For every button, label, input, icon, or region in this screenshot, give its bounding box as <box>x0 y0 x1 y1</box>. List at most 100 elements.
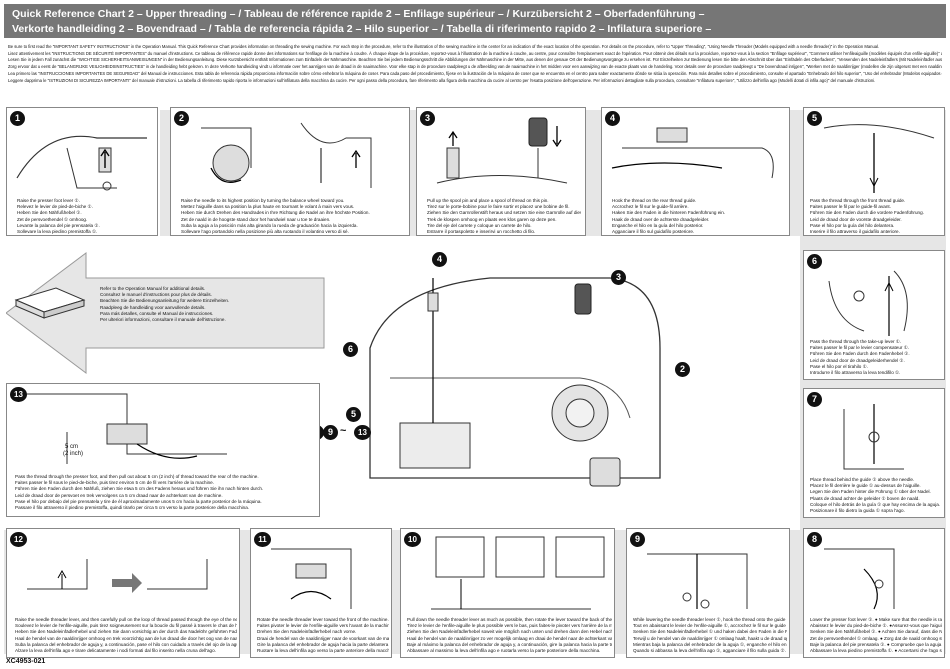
step-3-illustration <box>436 117 568 184</box>
step-9-line-en: While lowering the needle threader lever… <box>633 617 787 622</box>
step-1-caption: Raise the presser foot lever ①. Relevez … <box>17 198 153 235</box>
step-7-panel: 7 Place thread behind the guide ① above … <box>803 388 945 518</box>
step-6-panel: 6 Pass the thread through the take-up le… <box>803 250 945 380</box>
step-6-line-en: Pass the thread through the take-up leve… <box>810 339 902 344</box>
step-12-number: 12 <box>10 532 27 547</box>
step-9-line-es: Mientras baja la palanca del enhebrador … <box>633 641 787 647</box>
step-4-line-nl: Haak de draad over de achterste draadgel… <box>612 216 710 222</box>
step-10-panel: 10 Pull down the needle threader lever a… <box>400 528 615 658</box>
manual-note: Refer to the Operation Manual for additi… <box>100 286 229 323</box>
step-12-line-it: Alzare la leva dell'infila ago e tirare … <box>15 648 216 654</box>
step-9-line-fr: Tout en abaissant le levier de l'enfile-… <box>633 623 787 629</box>
manual-note-fr: Consultez le manuel d'instructions pour … <box>100 292 212 298</box>
step-8-caption: Lower the presser foot lever ①. ● Make s… <box>810 617 942 654</box>
step-10-line-de: Ziehen Sie den Nadeleinfädlerhebel sowei… <box>407 629 612 635</box>
step-5-line-fr: Faites passer le fil par le guide-fil av… <box>810 204 891 210</box>
step-8-line-nl: Zet de persvoethendel ① omlaag. ● Zorg d… <box>810 635 942 641</box>
step-4-illustration <box>611 127 774 179</box>
step-12-line-es: Suba la palanca del enhebrador de aguja … <box>15 641 237 647</box>
step-4-number: 4 <box>605 111 620 126</box>
step-7-line-fr: Placez le fil derrière le guide ① au-des… <box>810 483 921 489</box>
step-8-line-es: Baje la palanca del pie prensatela ①. ● … <box>810 641 942 647</box>
callout-13: 13 <box>354 425 371 440</box>
step-11-line-de: Drehen Sie den Nadeleinfädlerhebel nach … <box>257 629 357 635</box>
callout-5: 5 <box>346 407 361 422</box>
step-7-line-de: Legen Sie den Faden hinter die Führung ①… <box>810 489 931 495</box>
step-1-line-fr: Relevez le levier de pied-de-biche ①. <box>17 204 93 210</box>
step-1-line-en: Raise the presser foot lever ①. <box>17 198 80 203</box>
step-8-line-it: Abbassare la leva piedino premistoffa ①.… <box>810 648 942 654</box>
title-line-2: Verkorte handleiding 2 – Bovendraad – / … <box>12 23 712 35</box>
callout-6: 6 <box>343 342 358 357</box>
document-code: XC4953-021 <box>6 658 46 665</box>
step-1-panel: 1 Raise the presser foot lever ①. Releve… <box>6 107 158 236</box>
manual-note-en: Refer to the Operation Manual for additi… <box>100 286 206 291</box>
step-2-line-en: Raise the needle to its highest position… <box>181 198 345 203</box>
step-11-line-en: Rotate the needle threader lever toward … <box>257 617 389 622</box>
step-1-line-de: Heben Sie den Nähfußhebel ①. <box>17 210 82 216</box>
dimension-label-inch: (2 inch) <box>63 451 84 457</box>
step-11-panel: 11 Rotate the needle threader lever towa… <box>250 528 392 658</box>
step-5-illustration <box>823 124 935 193</box>
step-7-line-nl: Plaats de draad achter de geleider ① bov… <box>810 495 920 501</box>
step-5-line-es: Pase el hilo por la guía del hilo delant… <box>810 222 895 228</box>
step-3-caption: Pull up the spool pin and place a spool … <box>427 198 581 235</box>
step-4-line-it: Agganciare il filo sul guidafilo posteri… <box>612 229 695 235</box>
left-arrow-shape <box>6 252 325 374</box>
step-11-line-it: Ruotare la leva dell'infila ago verso la… <box>257 648 389 654</box>
manual-note-nl: Raadpleeg de handleiding voor aanvullend… <box>100 304 206 310</box>
step-3-panel: 3 Pull up the spool pin and place a spoo… <box>416 107 586 236</box>
machine-illustration <box>369 277 661 487</box>
step-9-line-de: Senken Sie den Nadeleinfädlerhebel ① und… <box>633 629 787 635</box>
step-13-line-nl: Leid de draad door de persvoet en trek v… <box>15 492 223 498</box>
step-11-illustration <box>271 548 352 609</box>
step-2-line-fr: Mettez l'aiguille dans sa position la pl… <box>181 204 355 210</box>
step-8-line-en: Lower the presser foot lever ①. ● Make s… <box>810 617 942 622</box>
step-6-line-es: Pase el hilo por el tirahilo ①. <box>810 363 868 369</box>
step-6-illustration <box>828 270 908 336</box>
step-12-line-nl: Haal de hendel van de naaldinrijger omho… <box>15 635 237 641</box>
title-banner: Quick Reference Chart 2 – Upper threadin… <box>4 4 946 38</box>
intro-de: Lesen Sie in jedem Fall zunächst die "WI… <box>8 57 942 63</box>
step-5-line-it: Inserire il filo attraverso il guidafilo… <box>810 229 900 235</box>
step-5-line-de: Führen Sie den Faden durch die vordere F… <box>810 210 924 216</box>
dimension-label: 5 cm <box>65 444 79 450</box>
step-5-line-en: Pass the thread through the front thread… <box>810 198 906 203</box>
step-7-line-es: Coloque el hilo detrás de la guía ① que … <box>810 501 941 507</box>
step-1-line-es: Levante la palanca del pie prensatela ①. <box>17 222 100 228</box>
callout-tilde: ~ <box>340 425 347 437</box>
step-13-caption: Pass the thread through the presser foot… <box>15 474 315 511</box>
step-9-caption: While lowering the needle threader lever… <box>633 617 787 654</box>
step-12-illustration <box>27 559 208 593</box>
step-2-illustration <box>201 122 372 188</box>
step-10-number: 10 <box>404 532 421 547</box>
step-9-number: 9 <box>630 532 645 547</box>
step-8-line-fr: Abaissez le levier du pied-de-biche ①. ●… <box>810 623 942 629</box>
step-1-line-nl: Zet de persvoethendel ① omhoog. <box>17 216 88 222</box>
step-13-illustration <box>27 393 227 464</box>
intro-es: Lea primero las "INSTRUCCIONES IMPORTANT… <box>8 70 942 76</box>
intro-fr: Lisez attentivement les "INSTRUCTIONS DE… <box>8 50 942 56</box>
step-5-line-nl: Leid de draad door de voorste draadgelei… <box>810 216 902 222</box>
step-10-line-en: Pull down the needle threader lever as m… <box>407 617 612 622</box>
step-12-line-en: Raise the needle threader lever, and the… <box>15 617 237 622</box>
step-2-line-nl: Zet de naald in de hoogste stand door he… <box>181 216 331 222</box>
step-3-line-en: Pull up the spool pin and place a spool … <box>427 198 549 203</box>
step-7-illustration <box>843 404 904 470</box>
intro-en: Be sure to first read the "IMPORTANT SAF… <box>8 44 880 49</box>
manual-note-it: Per ulteriori informazioni, consultare i… <box>100 317 226 323</box>
step-10-illustration <box>431 536 605 610</box>
step-12-panel: 12 Raise the needle threader lever, and … <box>6 528 240 658</box>
step-11-line-nl: Draai de hendel van de naaldinrijger naa… <box>257 635 389 641</box>
step-9-illustration <box>647 553 748 609</box>
step-3-line-fr: Tirez sur le porte-bobine pour le faire … <box>427 204 570 210</box>
step-10-caption: Pull down the needle threader lever as m… <box>407 617 612 654</box>
step-1-line-it: Sollevare la leva piedino premistoffa ①. <box>17 229 98 235</box>
step-5-caption: Pass the thread through the front thread… <box>810 198 942 235</box>
step-7-line-it: Posizionare il filo dietro la guida ① so… <box>810 508 905 514</box>
step-2-line-de: Heben Sie durch Drehen des Handrades in … <box>181 210 370 216</box>
manual-note-es: Para más detalles, consulte el Manual de… <box>100 310 214 316</box>
step-10-line-fr: Tirez le levier de l'enfile-aiguille le … <box>407 623 612 629</box>
callout-3: 3 <box>611 270 626 285</box>
step-12-line-fr: Soulevez le levier de l'enfile-aiguille,… <box>15 623 237 629</box>
